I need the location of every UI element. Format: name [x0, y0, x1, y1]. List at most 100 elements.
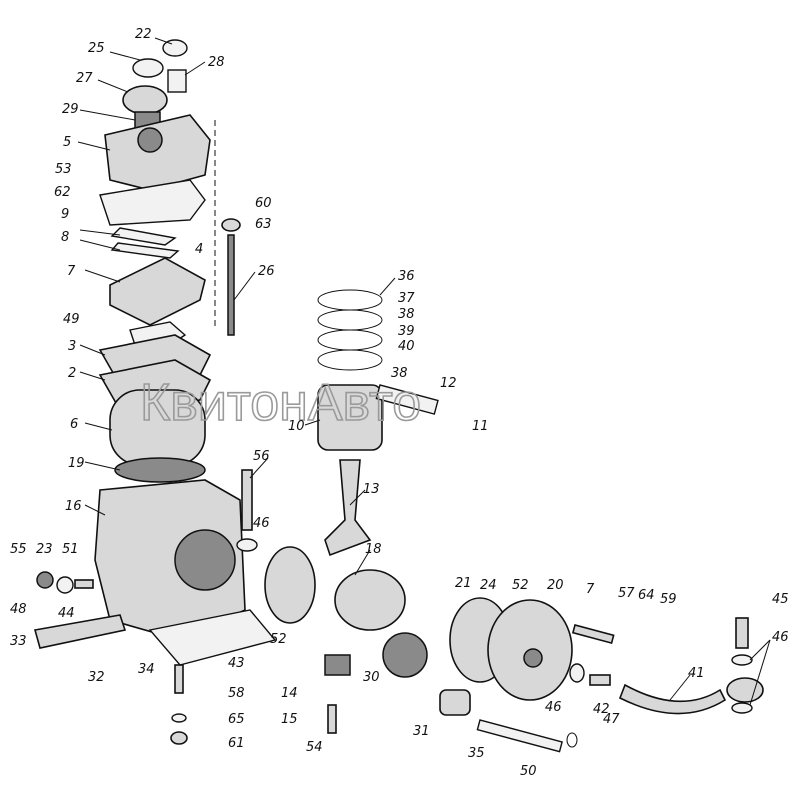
- label: 63: [255, 217, 272, 232]
- label: 38: [398, 307, 415, 322]
- label: 45: [772, 592, 789, 607]
- label: 22: [135, 27, 152, 42]
- plate-9: [110, 227, 177, 246]
- label: 34: [138, 662, 155, 677]
- label: 47: [603, 712, 620, 727]
- label: 54: [306, 740, 323, 755]
- ring-39: [317, 329, 383, 351]
- label: 9: [61, 207, 69, 222]
- label: 28: [208, 55, 225, 70]
- label: 62: [54, 185, 71, 200]
- callout-labels: 25 22 28 27 29 5 53 62 9 8 4 60 63 26 7 …: [10, 27, 789, 779]
- stud-26: [227, 234, 235, 336]
- ring-47: [566, 732, 578, 748]
- label: 25: [88, 41, 105, 56]
- stud-58: [174, 664, 184, 694]
- pin-12: [375, 384, 439, 415]
- washer-46: [236, 538, 258, 552]
- leader-lines: [77, 37, 771, 706]
- watermark: КвитонАвто: [140, 374, 421, 432]
- cylinder-head-5: [104, 114, 211, 191]
- label: 31: [413, 724, 430, 739]
- label: 10: [288, 419, 305, 434]
- label: 33: [10, 634, 27, 649]
- cap-22: [132, 58, 164, 78]
- label: 14: [281, 686, 298, 701]
- bearing-52: [264, 546, 316, 624]
- nut-60: [221, 218, 241, 232]
- label: 16: [65, 499, 82, 514]
- label: 46: [772, 630, 789, 645]
- screw-51: [74, 579, 94, 589]
- label: 36: [398, 269, 415, 284]
- valve-plate-7: [109, 257, 206, 326]
- label: 56: [253, 449, 270, 464]
- parts-drawing: [33, 39, 764, 753]
- shaft-32: [33, 614, 127, 649]
- label: 57: [618, 586, 635, 601]
- label: 64: [638, 588, 655, 603]
- label: 58: [228, 686, 245, 701]
- nut-27: [122, 85, 168, 115]
- bolt-56: [241, 469, 253, 531]
- piston-10: [317, 384, 383, 451]
- washer-46b: [569, 663, 585, 683]
- bolt-57: [571, 624, 615, 645]
- crankcase-bore: [174, 529, 236, 591]
- cap-25: [162, 39, 188, 57]
- label: 40: [398, 339, 415, 354]
- label: 50: [520, 764, 537, 779]
- washer-65: [171, 713, 187, 723]
- label: 52: [512, 578, 529, 593]
- label: 39: [398, 324, 415, 339]
- plate-8: [110, 242, 180, 259]
- label: 3: [68, 339, 76, 354]
- nut-55: [36, 571, 54, 589]
- gear-30: [382, 632, 428, 678]
- label: 30: [363, 670, 380, 685]
- gasket-19: [114, 457, 206, 483]
- fitting-28: [167, 69, 187, 93]
- label: 13: [363, 482, 380, 497]
- crankshaft-18: [334, 569, 406, 631]
- bolt-45: [735, 617, 749, 649]
- label: 43: [228, 656, 245, 671]
- label: 59: [660, 592, 677, 607]
- label: 24: [480, 578, 497, 593]
- label: 19: [68, 456, 85, 471]
- label: 6: [70, 417, 78, 432]
- washer-46c: [731, 654, 753, 666]
- label: 7: [586, 582, 595, 597]
- head-port: [137, 127, 163, 153]
- label: 21: [455, 576, 472, 591]
- label: 26: [258, 264, 275, 279]
- cap-14: [324, 654, 351, 676]
- label: 11: [472, 419, 489, 434]
- ring-40: [317, 349, 383, 371]
- label: 2: [68, 366, 76, 381]
- label: 20: [547, 578, 564, 593]
- label: 52: [270, 632, 287, 647]
- label: 29: [62, 102, 79, 117]
- union-42: [589, 674, 611, 686]
- label: 65: [228, 712, 245, 727]
- washer-23: [56, 576, 74, 594]
- label: 35: [468, 746, 485, 761]
- label: 23: [36, 542, 53, 557]
- label: 46: [545, 700, 562, 715]
- label: 51: [62, 542, 79, 557]
- label: 38: [391, 366, 408, 381]
- washer-46d: [731, 702, 753, 714]
- label: 60: [255, 196, 272, 211]
- shaft-35: [476, 719, 563, 753]
- cover-hub: [523, 648, 543, 668]
- label: 48: [10, 602, 27, 617]
- label: 46: [253, 516, 270, 531]
- gasket-4: [99, 179, 206, 226]
- label: 4: [195, 242, 203, 257]
- label: 15: [281, 712, 298, 727]
- label: 7: [67, 264, 76, 279]
- label: 41: [688, 666, 705, 681]
- label: 61: [228, 736, 245, 751]
